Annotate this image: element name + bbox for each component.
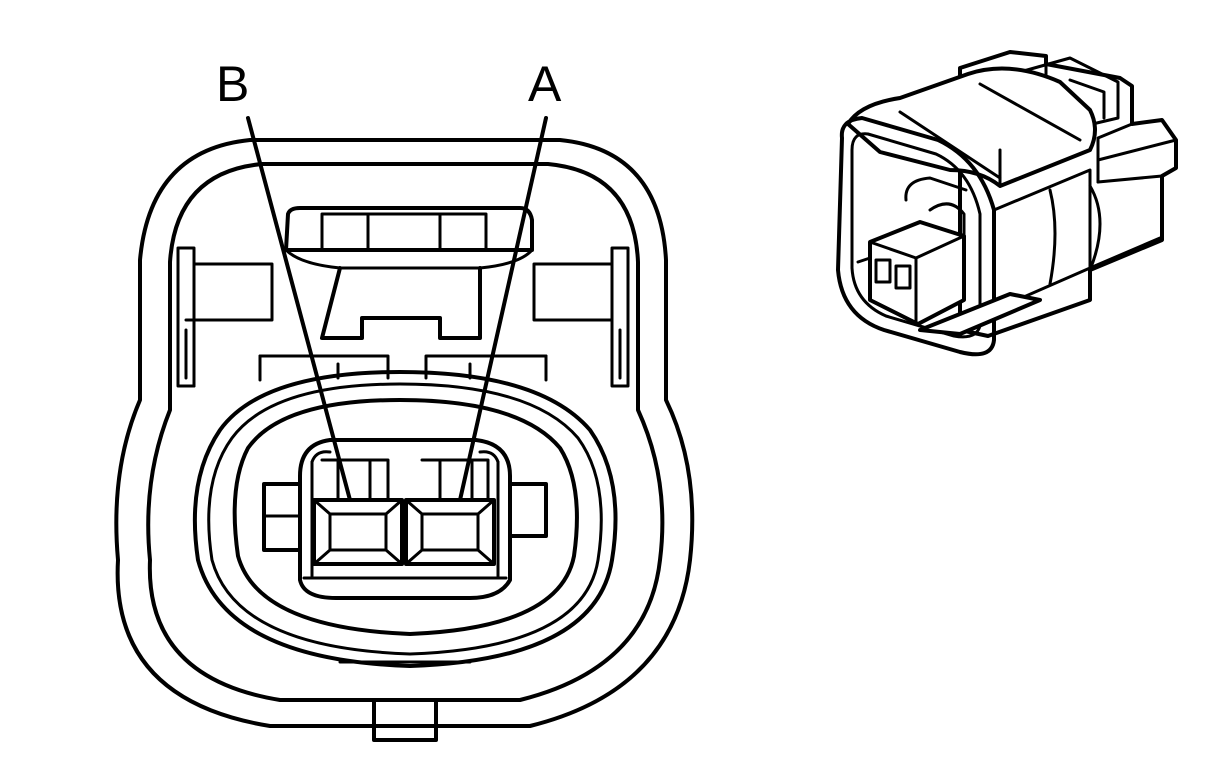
side-rail-left (176, 246, 274, 388)
connector-end-view: B A (114, 56, 695, 742)
housing-outer-outline (114, 138, 695, 728)
seal-ring-middle (207, 382, 603, 656)
housing-inner-outline (146, 162, 665, 702)
pin-label-a: A (528, 56, 562, 112)
terminal-a (404, 498, 496, 566)
leader-line-b (246, 116, 352, 502)
terminal-b (312, 498, 404, 566)
connector-isometric-view (836, 50, 1178, 357)
locking-latch (258, 206, 548, 382)
side-rail-right (532, 246, 630, 388)
seal-ring-outer (192, 370, 618, 668)
seal-ring-inner (232, 398, 579, 636)
pin-label-b: B (216, 56, 249, 112)
bottom-key (372, 698, 438, 742)
leader-line-a (458, 116, 548, 502)
